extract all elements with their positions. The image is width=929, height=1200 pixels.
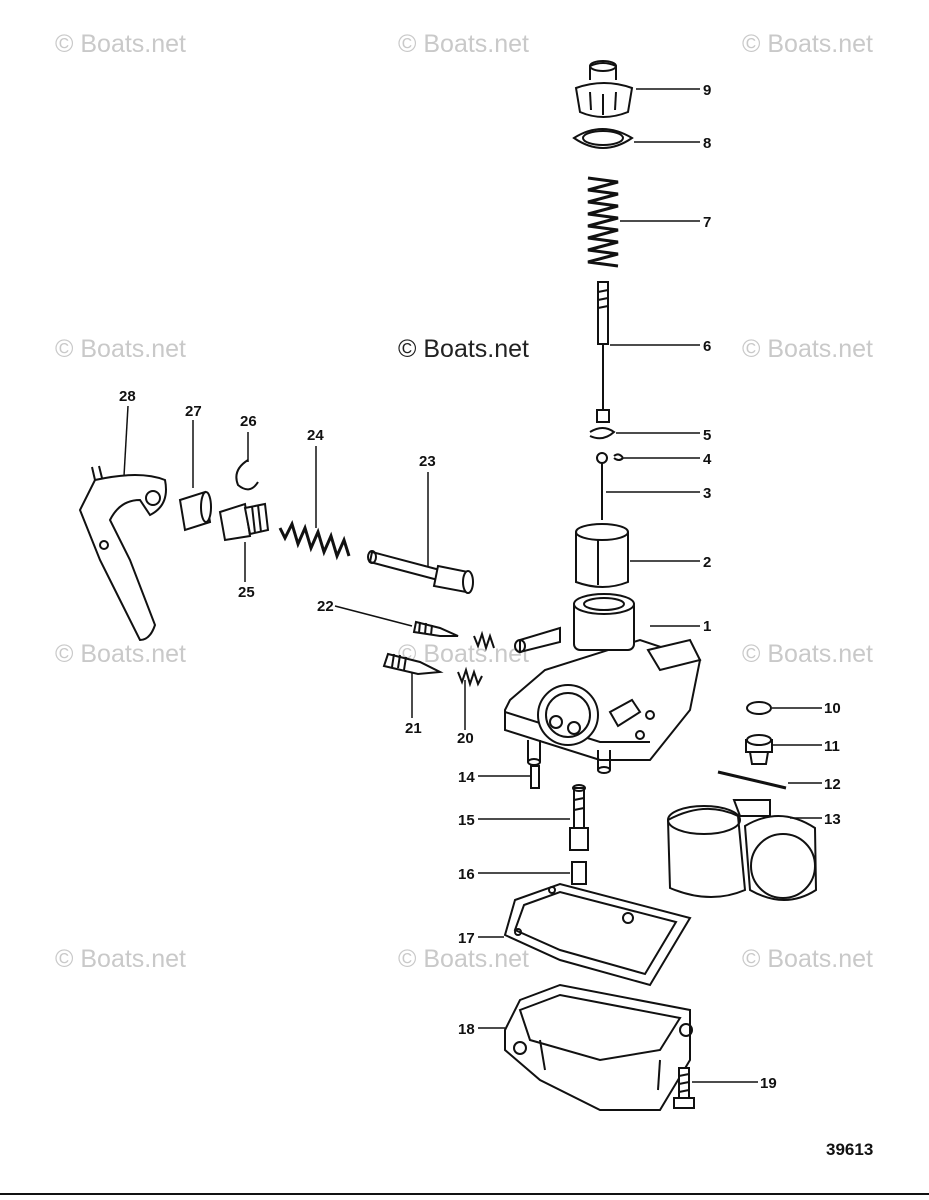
callout-8: 8 [703,135,711,152]
watermark: © Boats.net [742,640,873,668]
watermark: © Boats.net [55,335,186,363]
drain-plug [745,734,773,765]
idle-screw [412,620,459,637]
float-hinge-pin [717,770,787,790]
watermark: © Boats.net [742,30,873,58]
cap-gasket [572,128,634,149]
watermark: © Boats.net [742,945,873,973]
diagram-number: 39613 [826,1140,874,1159]
e-ring [613,453,625,461]
callout-5: 5 [703,427,711,444]
callout-17: 17 [458,930,475,947]
callout-9: 9 [703,82,711,99]
callout-18: 18 [458,1021,475,1038]
callout-26: 26 [240,413,257,430]
watermark: © Boats.net [398,945,529,973]
callout-23: 23 [419,453,436,470]
callout-15: 15 [458,812,475,829]
callout-24: 24 [307,427,324,444]
bowl-screw [673,1067,695,1109]
throttle-valve-spring [587,176,619,268]
callout-25: 25 [238,584,255,601]
main-jet [571,861,587,885]
callout-28: 28 [119,388,136,405]
air-screw-spring [457,666,483,688]
float-pin [530,765,540,789]
callout-14: 14 [458,769,475,786]
carburetor-cap [574,60,634,118]
choke-lever [78,465,167,642]
callout-7: 7 [703,214,711,231]
callout-27: 27 [185,403,202,420]
needle-clip [589,427,616,440]
float [666,799,818,901]
screw-spring [473,630,495,652]
choke-plunger [367,550,474,594]
throttle-rod [596,281,610,423]
callout-12: 12 [824,776,841,793]
snap-ring [235,459,259,491]
callout-13: 13 [824,811,841,828]
callout-19: 19 [760,1075,777,1092]
callout-21: 21 [405,720,422,737]
watermark: © Boats.net [55,945,186,973]
callout-11: 11 [824,738,840,755]
watermark: © Boats.net [398,30,529,58]
callout-labels: 1 2 3 4 5 6 7 8 9 10 11 12 13 14 15 16 1… [119,82,841,1092]
throttle-valve [575,523,629,588]
callout-1: 1 [703,618,711,635]
watermark: © Boats.net [55,30,186,58]
callout-22: 22 [317,598,334,615]
callout-20: 20 [457,730,474,747]
watermark: © Boats.net [742,335,873,363]
watermark-center: © Boats.net [398,335,529,363]
callout-2: 2 [703,554,711,571]
air-screw [382,652,444,676]
washer [746,701,772,715]
float-bowl [504,983,693,1111]
plunger-spring [278,519,351,561]
needle-valve [569,784,589,851]
fitting-nut [218,502,270,542]
bushing [178,490,212,532]
callout-4: 4 [703,451,712,468]
callout-16: 16 [458,866,475,883]
carburetor-body [504,593,702,774]
callout-6: 6 [703,338,711,355]
watermark: © Boats.net [55,640,186,668]
bottom-rule [0,1193,929,1195]
leader-lines [123,88,822,1083]
float-bowl-gasket [503,882,692,987]
callout-3: 3 [703,485,711,502]
callout-10: 10 [824,700,841,717]
jet-needle [596,452,608,520]
